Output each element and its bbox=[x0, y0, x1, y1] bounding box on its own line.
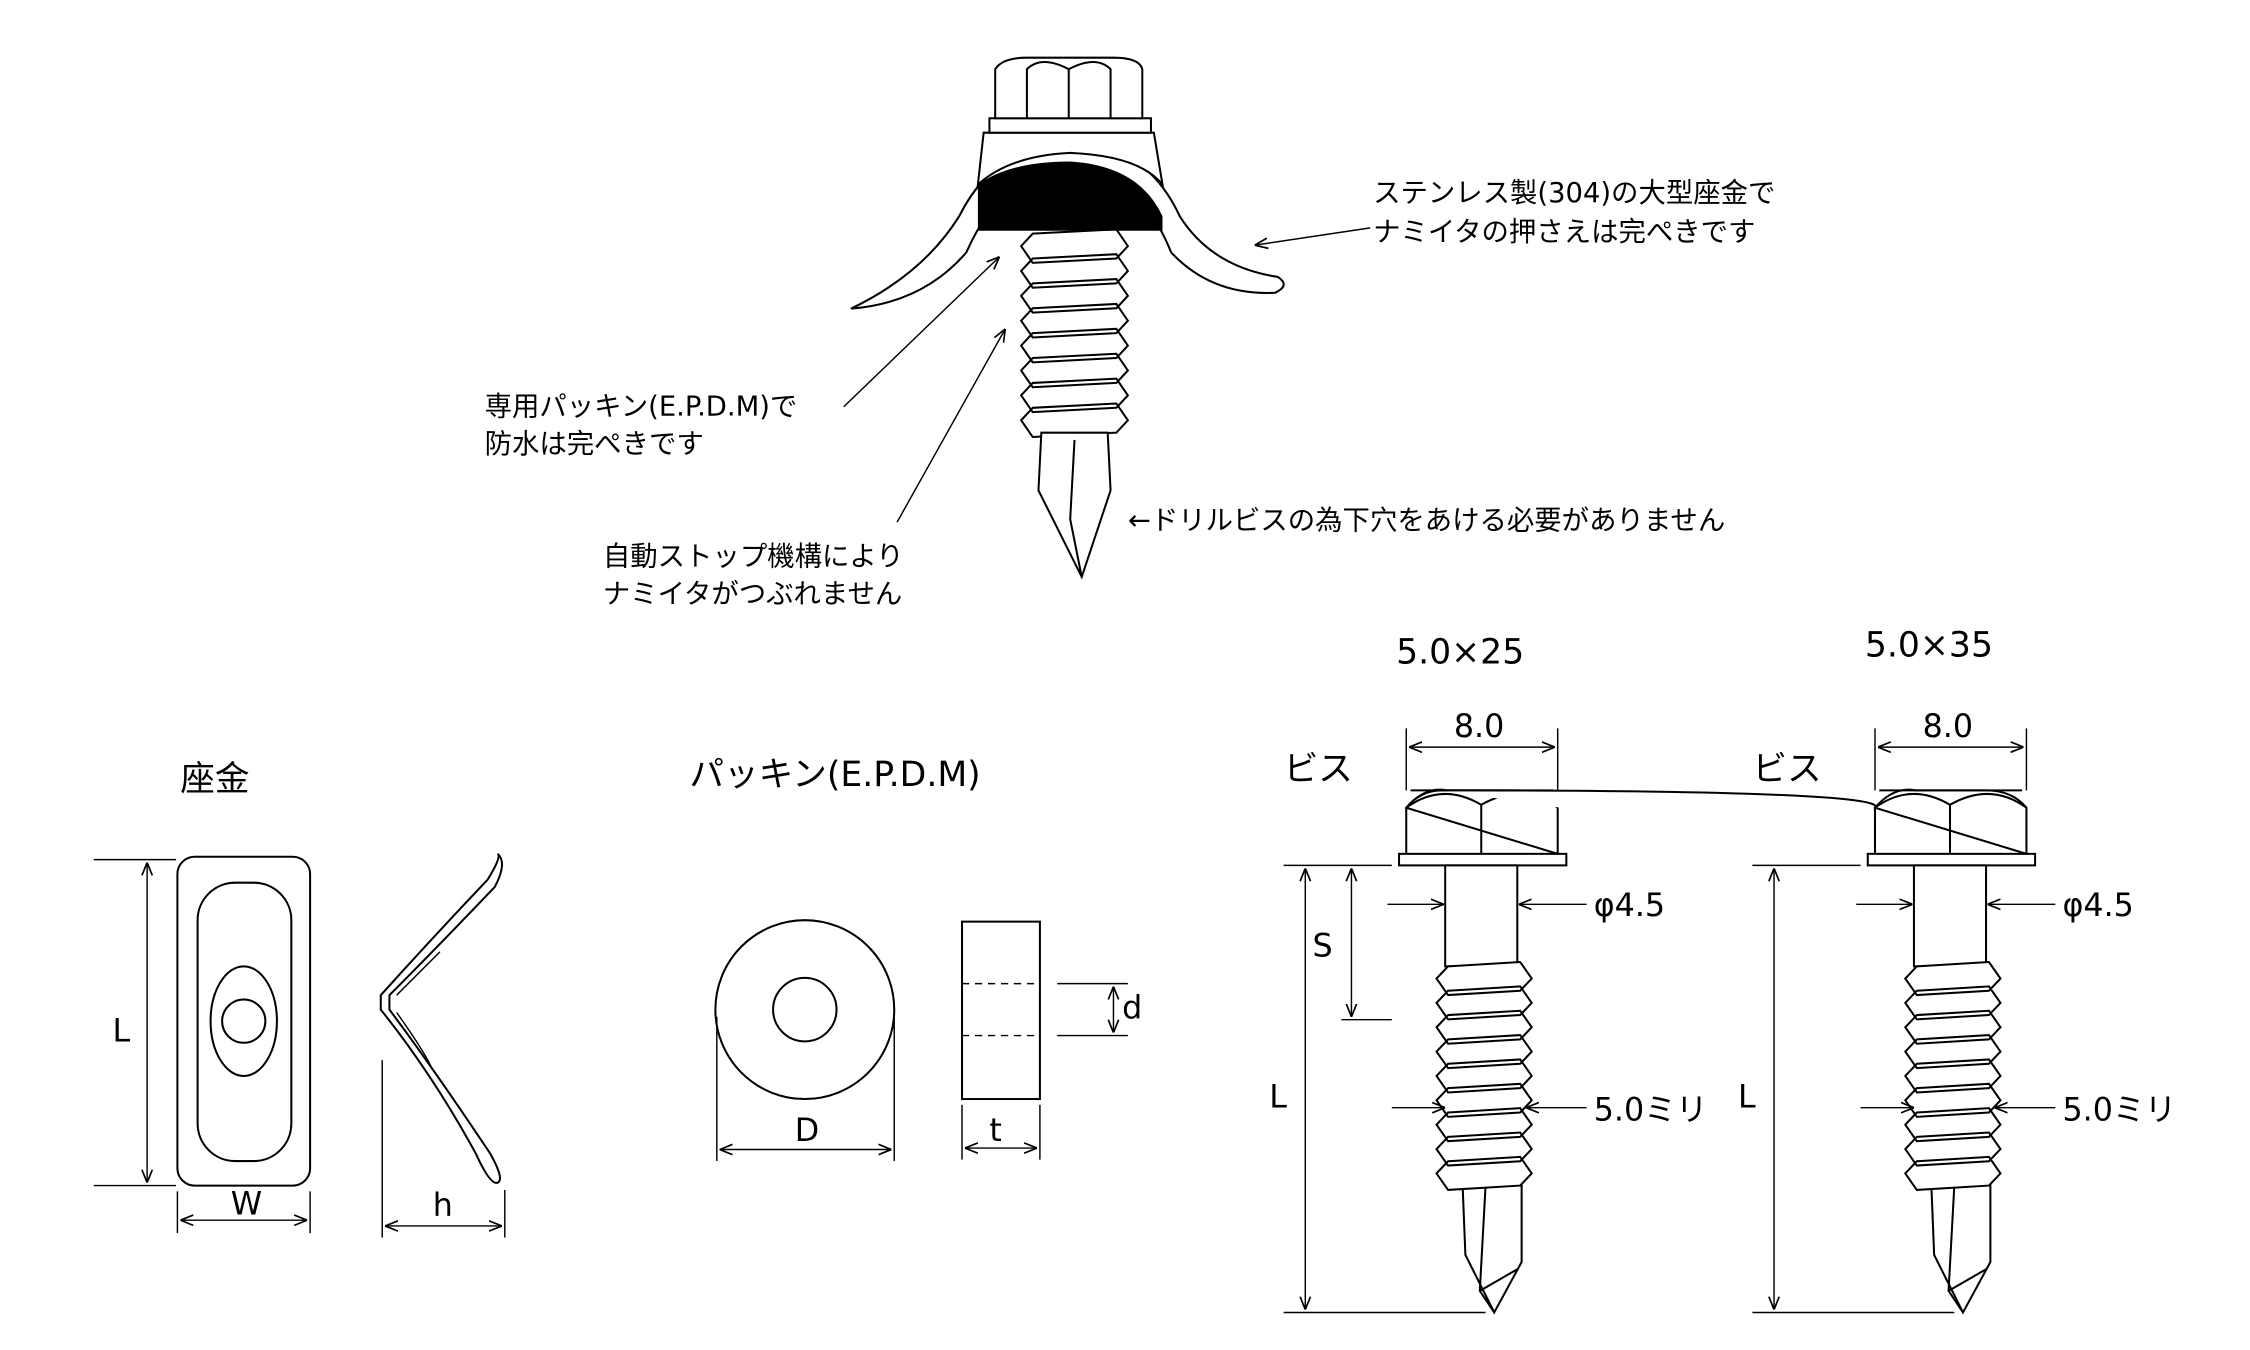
svg-text:L: L bbox=[113, 1013, 131, 1049]
washer-title: 座金 bbox=[180, 759, 249, 799]
shank-diameter-label: φ4.5 bbox=[2063, 888, 2134, 924]
screw-spec-1: 5.0×25 ビス 8.0L Sφ4.5 5.0ミリ bbox=[1269, 632, 1708, 1315]
screw-label: ビス bbox=[1284, 749, 1353, 789]
callout-washer: ステンレス製(304)の大型座金で ナミイタの押さえは完ぺきです bbox=[1255, 178, 1775, 248]
svg-text:ナミイタの押さえは完ぺきです: ナミイタの押さえは完ぺきです bbox=[1373, 217, 1755, 248]
shank-length-label: S bbox=[1313, 928, 1333, 964]
packing-drawing: パッキン(E.P.D.M) D d t bbox=[689, 755, 1142, 1162]
svg-text:専用パッキン(E.P.D.M)で: 専用パッキン(E.P.D.M)で bbox=[485, 391, 798, 422]
length-label: L bbox=[1269, 1080, 1287, 1116]
assembly-illustration bbox=[850, 56, 1285, 580]
callout-packing: 専用パッキン(E.P.D.M)で 防水は完ぺきです bbox=[485, 257, 1000, 460]
svg-text:d: d bbox=[1122, 990, 1142, 1026]
washer-drawing: 座金 L W h bbox=[93, 759, 506, 1238]
head-width-label: 8.0 bbox=[1923, 709, 1973, 745]
length-label: L bbox=[1738, 1080, 1756, 1116]
screw-title: 5.0×35 bbox=[1865, 625, 1993, 665]
callout-auto-stop: 自動ストップ機構により ナミイタがつぶれません bbox=[603, 329, 1005, 610]
packing-title: パッキン(E.P.D.M) bbox=[689, 755, 980, 795]
svg-text:t: t bbox=[989, 1113, 1001, 1149]
thread-diameter-label: 5.0ミリ bbox=[2063, 1093, 2177, 1129]
thread-diameter-label: 5.0ミリ bbox=[1594, 1093, 1708, 1129]
screw-label: ビス bbox=[1752, 749, 1821, 789]
callout-drill: ←ドリルビスの為下穴をあける必要がありません bbox=[1128, 505, 1725, 536]
svg-text:D: D bbox=[795, 1113, 819, 1149]
svg-text:ステンレス製(304)の大型座金で: ステンレス製(304)の大型座金で bbox=[1373, 178, 1775, 209]
svg-text:防水は完ぺきです: 防水は完ぺきです bbox=[485, 429, 704, 460]
screw-title: 5.0×25 bbox=[1396, 632, 1524, 672]
svg-text:h: h bbox=[433, 1188, 453, 1224]
svg-text:W: W bbox=[231, 1186, 262, 1222]
svg-text:ナミイタがつぶれません: ナミイタがつぶれません bbox=[603, 579, 902, 610]
shank-diameter-label: φ4.5 bbox=[1594, 888, 1665, 924]
head-width-label: 8.0 bbox=[1454, 709, 1504, 745]
svg-text:自動ストップ機構により: 自動ストップ機構により bbox=[603, 541, 904, 572]
